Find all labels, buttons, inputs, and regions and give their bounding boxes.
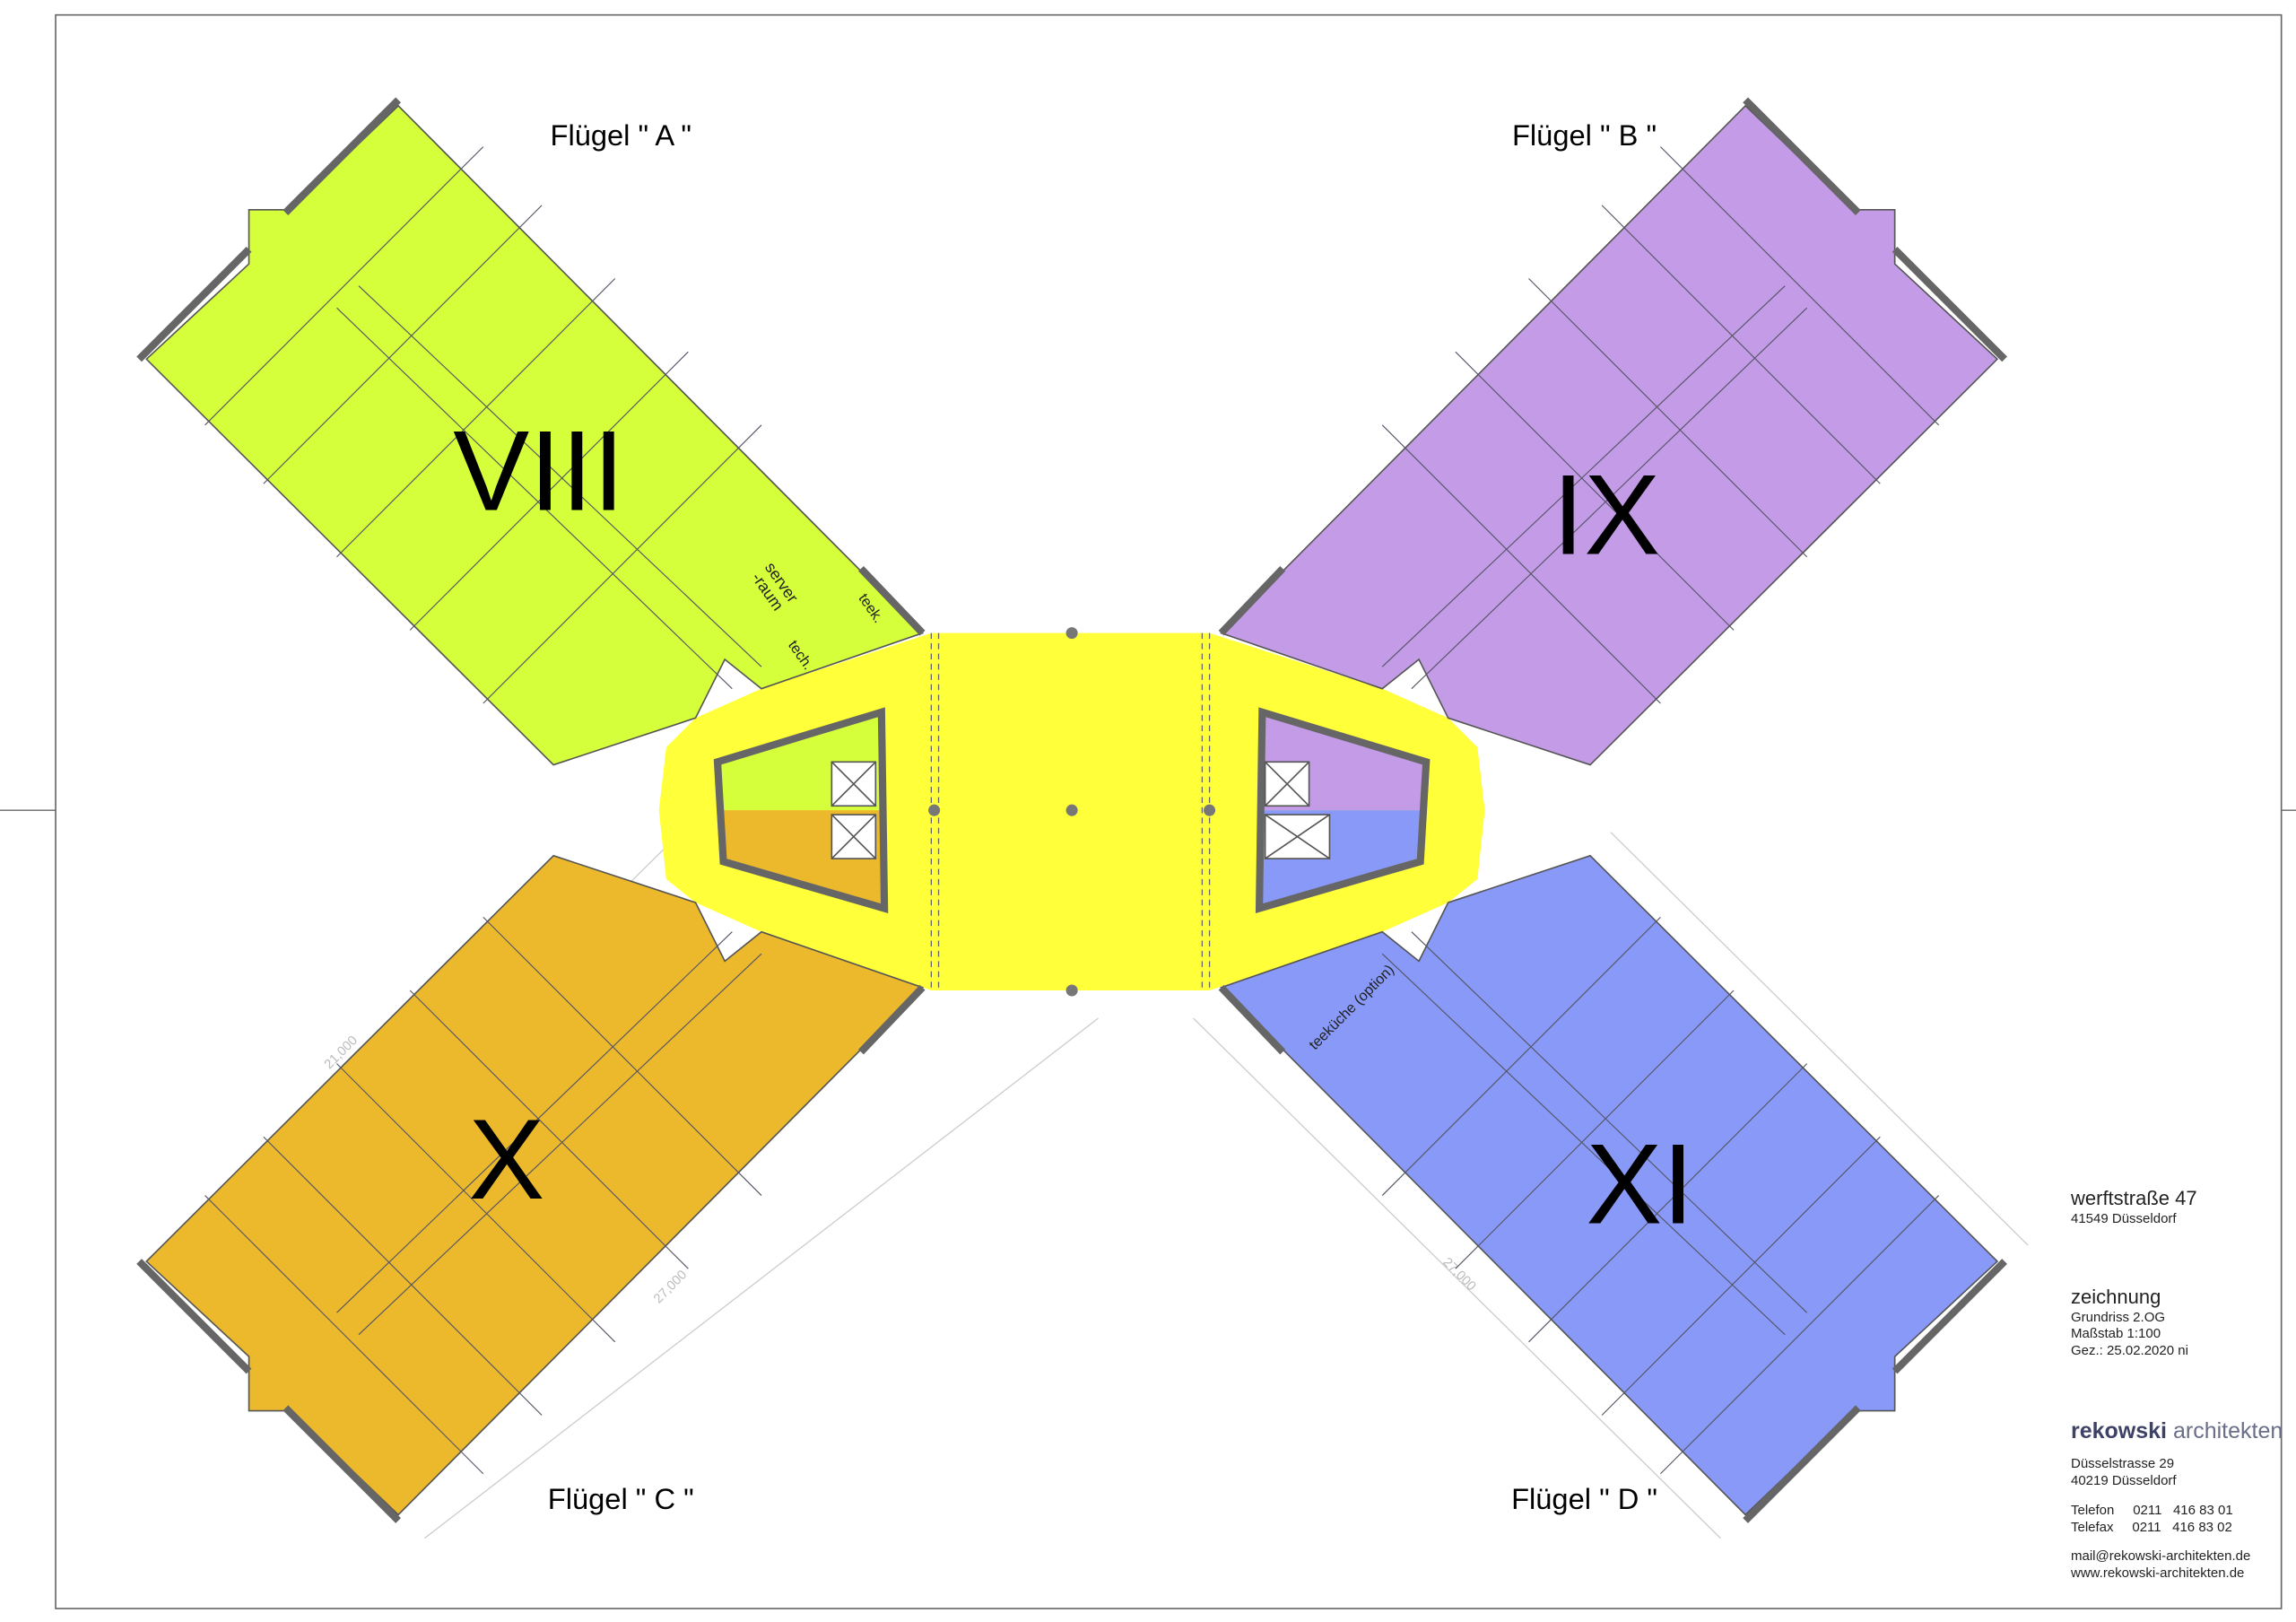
wing-b	[1218, 97, 2007, 766]
drawing-heading: zeichnung	[2071, 1286, 2161, 1308]
columns	[928, 627, 1216, 997]
drawing-date: Gez.: 25.02.2020 ni	[2071, 1343, 2188, 1358]
firm-website[interactable]: www.rekowski-architekten.de	[2071, 1565, 2245, 1581]
wing-label: Flügel " A "	[551, 118, 691, 152]
sheet-border	[55, 13, 2283, 1609]
dimension-label: 27,000	[1439, 1255, 1478, 1294]
drawing-info: zeichnung Grundriss 2.OG Maßstab 1:100 G…	[2071, 1285, 2188, 1360]
drawing-name: Grundriss 2.OG	[2071, 1309, 2166, 1325]
unit-number: VIII	[453, 406, 624, 534]
title-block: werftstraße 47 41549 Düsseldorf	[2071, 1186, 2197, 1227]
firm-info: rekowski architekten Düsselstrasse 29 40…	[2071, 1417, 2283, 1583]
firm-street: Düsselstrasse 29	[2071, 1456, 2175, 1472]
project-address: werftstraße 47	[2071, 1187, 2197, 1209]
firm-logo: rekowski architekten	[2071, 1418, 2283, 1443]
core-left	[713, 707, 889, 914]
unit-number: XI	[1586, 1121, 1693, 1248]
wing-c	[136, 854, 926, 1523]
firm-email[interactable]: mail@rekowski-architekten.de	[2071, 1548, 2251, 1565]
wing-label: Flügel " C "	[548, 1482, 694, 1515]
drawing-scale: Maßstab 1:100	[2071, 1326, 2161, 1342]
dimension-label: 27,000	[651, 1268, 690, 1306]
firm-fax: Telefax 0211 416 83 02	[2071, 1519, 2232, 1535]
unit-number: X	[468, 1095, 544, 1223]
firm-phone: Telefon 0211 416 83 01	[2071, 1502, 2233, 1518]
wing-label: Flügel " B "	[1512, 118, 1657, 152]
core-right	[1255, 707, 1431, 914]
wing-d	[1218, 854, 2007, 1523]
unit-number: IX	[1552, 450, 1660, 578]
wing-a	[136, 97, 926, 766]
project-city: 41549 Düsseldorf	[2071, 1210, 2177, 1226]
firm-city: 40219 Düsseldorf	[2071, 1473, 2177, 1488]
wing-label: Flügel " D "	[1511, 1482, 1657, 1515]
